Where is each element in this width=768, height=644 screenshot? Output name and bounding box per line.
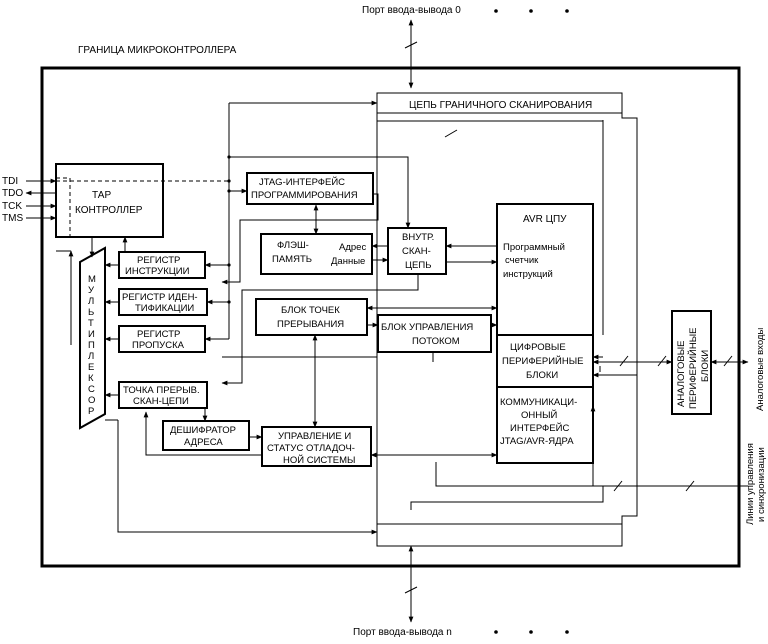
svg-text:СКАН-: СКАН- [402,246,431,257]
svg-text:БЛОКИ: БЛОКИ [700,350,711,382]
address-decoder [162,420,250,451]
svg-text:И: И [88,329,95,340]
svg-text:ТИФИКАЦИИ: ТИФИКАЦИИ [135,303,194,314]
svg-text:СТАТУС ОТЛАДОЧ-: СТАТУС ОТЛАДОЧ- [267,443,355,454]
svg-text:ЦИФРОВЫЕ: ЦИФРОВЫЕ [510,342,566,353]
scan-chain-label: ЦЕПЬ ГРАНИЧНОГО СКАНИРОВАНИЯ [409,100,592,111]
svg-text:ПЕРИФЕРИЙНЫЕ: ПЕРИФЕРИЙНЫЕ [687,328,699,410]
svg-text:ПАМЯТЬ: ПАМЯТЬ [272,254,312,265]
svg-text:Л: Л [88,351,94,362]
svg-text:С: С [88,384,95,395]
pin-tck: TCK [2,201,22,212]
svg-text:СКАН-ЦЕПИ: СКАН-ЦЕПИ [133,396,189,407]
svg-text:БЛОК ТОЧЕК: БЛОК ТОЧЕК [281,305,340,316]
svg-text:Ь: Ь [88,307,94,318]
mcu-boundary [40,66,741,568]
svg-text:ДЕШИФРАТОР: ДЕШИФРАТОР [170,425,236,436]
scan-chain-top-box [376,93,622,114]
svg-text:ПРОПУСКА: ПРОПУСКА [132,340,185,351]
svg-text:КОММУНИКАЦИ-: КОММУНИКАЦИ- [500,397,577,408]
svg-text:ВНУТР.: ВНУТР. [402,232,434,243]
svg-text:Данные: Данные [331,256,365,267]
flow-control-unit [377,314,492,353]
tap-controller [55,163,164,238]
svg-text:АДРЕСА: АДРЕСА [184,437,223,448]
control-lines-label-1: Линии управления [745,443,756,525]
svg-text:РЕГИСТР: РЕГИСТР [137,329,180,340]
svg-text:ПОТОКОМ: ПОТОКОМ [412,336,460,347]
port-dots-top [494,9,569,13]
port-dots-bottom [494,630,569,634]
pin-tdi: TDI [2,176,18,187]
svg-text:ИНТЕРФЕЙС: ИНТЕРФЕЙС [510,422,569,434]
debug-control-status [261,426,372,467]
svg-text:БЛОК УПРАВЛЕНИЯ: БЛОК УПРАВЛЕНИЯ [381,322,473,333]
svg-text:ПРЕРЫВАНИЯ: ПРЕРЫВАНИЯ [277,319,344,330]
port-bottom-label: Порт ввода-вывода n [353,627,452,638]
internal-scan-chain [387,227,447,275]
scan-chain-path [376,92,638,547]
port-bottom-slash [404,586,418,594]
boundary-label: ГРАНИЦА МИКРОКОНТРОЛЛЕРА [78,45,237,56]
svg-text:НОЙ СИСТЕМЫ: НОЙ СИСТЕМЫ [283,454,355,466]
svg-text:РЕГИСТР ИДЕН-: РЕГИСТР ИДЕН- [122,292,198,303]
multiplexer [79,246,106,430]
tap-label-2: КОНТРОЛЛЕР [75,205,143,216]
breakpoint-unit [255,298,368,336]
control-lines-label-2: и синхронизации [756,447,767,522]
svg-text:О: О [88,395,95,406]
svg-text:счетчик: счетчик [505,255,539,266]
pin-tms: TMS [2,213,23,224]
svg-text:М: М [88,274,96,285]
svg-text:Л: Л [88,296,94,307]
svg-text:БЛОКИ: БЛОКИ [526,370,558,381]
svg-text:AVR ЦПУ: AVR ЦПУ [523,214,567,225]
svg-text:РЕГИСТР: РЕГИСТР [137,255,180,266]
svg-text:ЦЕПЬ: ЦЕПЬ [405,260,431,271]
svg-text:Программный: Программный [503,242,565,253]
svg-text:Т: Т [88,318,94,329]
scan-chain-slash [444,129,458,138]
svg-text:УПРАВЛЕНИЕ И: УПРАВЛЕНИЕ И [278,431,351,442]
pin-tdo: TDO [2,188,23,199]
svg-text:JTAG-ИНТЕРФЕЙС: JTAG-ИНТЕРФЕЙС [259,176,345,188]
analog-inputs-label: Аналоговые входы [755,328,766,411]
svg-text:ТОЧКА ПРЕРЫВ.: ТОЧКА ПРЕРЫВ. [123,385,200,396]
svg-text:JTAG/AVR-ЯДРА: JTAG/AVR-ЯДРА [500,436,574,447]
svg-text:АНАЛОГОВЫЕ: АНАЛОГОВЫЕ [676,341,687,407]
svg-text:ИНСТРУКЦИИ: ИНСТРУКЦИИ [125,266,190,277]
svg-text:У: У [88,285,95,296]
port-top-label: Порт ввода-вывода 0 [362,5,461,16]
avr-cpu [496,203,594,336]
svg-text:ПРОГРАММИРОВАНИЯ: ПРОГРАММИРОВАНИЯ [251,190,358,201]
svg-text:ФЛЭШ-: ФЛЭШ- [277,240,309,251]
svg-text:Е: Е [88,362,94,373]
svg-text:ПЕРИФЕРИЙНЫЕ: ПЕРИФЕРИЙНЫЕ [502,355,584,367]
svg-text:П: П [88,340,95,351]
svg-text:ОННЫЙ: ОННЫЙ [521,409,558,421]
svg-text:Р: Р [88,406,94,417]
bypass-register [118,325,206,353]
svg-text:инструкций: инструкций [503,269,553,280]
mux-label: М У Л Ь Т И П Л Е К С О Р [88,274,96,417]
port-top-slash [404,41,418,49]
svg-text:К: К [88,373,94,384]
tap-label-1: ТАР [92,190,111,201]
flash-memory [260,233,373,275]
jtag-programming-interface [246,172,374,205]
svg-text:Адрес: Адрес [339,242,366,253]
